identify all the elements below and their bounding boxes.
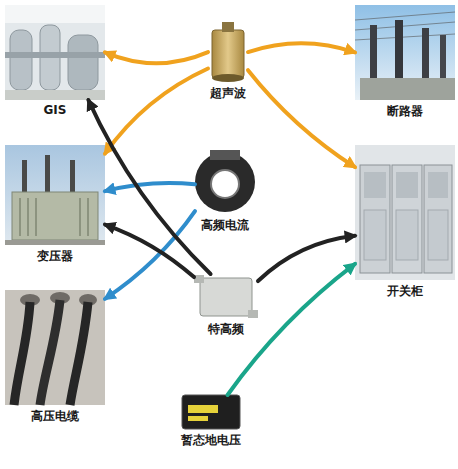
floor bbox=[5, 90, 105, 100]
cabinet bbox=[360, 165, 390, 273]
device-node: GIS bbox=[5, 5, 105, 100]
sensor-plate bbox=[188, 405, 218, 413]
transformer-photo bbox=[5, 145, 105, 245]
device-node: 高压电缆 bbox=[5, 290, 105, 405]
tev-sensor bbox=[182, 395, 240, 429]
device-node: 高频电流 bbox=[195, 150, 255, 214]
cabinet-panel bbox=[396, 172, 418, 198]
sensor-ring bbox=[195, 152, 255, 212]
device-node: 断路器 bbox=[355, 5, 455, 100]
cabinet-door bbox=[396, 210, 418, 260]
arrow-connector bbox=[228, 264, 355, 395]
ceiling bbox=[5, 5, 105, 23]
photo-bg bbox=[5, 290, 105, 405]
bushing bbox=[45, 155, 50, 195]
bushing bbox=[22, 160, 27, 195]
photo-bg bbox=[355, 5, 455, 100]
sensor-hole bbox=[211, 170, 239, 198]
gis-photo bbox=[5, 5, 105, 100]
arrow-connector bbox=[248, 43, 355, 52]
ground bbox=[5, 240, 105, 245]
device-label: 超声波 bbox=[210, 85, 246, 102]
cabinet bbox=[392, 165, 422, 273]
device-label: 高压电缆 bbox=[31, 408, 79, 425]
gis-tank bbox=[68, 35, 98, 90]
gis-bus bbox=[5, 52, 105, 58]
uhf-sensor bbox=[194, 275, 258, 318]
sensor-body bbox=[212, 30, 244, 78]
cabinet-door bbox=[428, 210, 448, 260]
device-label: GIS bbox=[44, 103, 67, 117]
insulator bbox=[395, 20, 403, 80]
gis-tank bbox=[10, 30, 32, 90]
sensor-plate bbox=[188, 416, 208, 421]
sensor-body bbox=[182, 395, 240, 429]
cable bbox=[14, 302, 30, 405]
sensor-face bbox=[212, 74, 244, 82]
photo-bg bbox=[5, 145, 105, 245]
arrow-connector bbox=[105, 52, 208, 63]
device-label: 开关柜 bbox=[387, 283, 423, 300]
device-label: 高频电流 bbox=[201, 217, 249, 234]
photo-bg bbox=[5, 5, 105, 100]
transformer-tank bbox=[12, 192, 98, 240]
cable-photo bbox=[5, 290, 105, 405]
cable bbox=[70, 302, 88, 405]
device-node: 暂态地电压 bbox=[182, 395, 240, 429]
sensor-connector bbox=[222, 22, 234, 32]
photo-bg bbox=[355, 145, 455, 280]
insulator bbox=[422, 28, 429, 80]
arrow-connector bbox=[248, 70, 355, 167]
cabinet bbox=[424, 165, 452, 273]
breaker-photo bbox=[355, 5, 455, 100]
sensor-tab bbox=[248, 310, 258, 318]
breaker-base bbox=[360, 78, 455, 100]
device-label: 暂态地电压 bbox=[181, 432, 241, 449]
cable bbox=[40, 300, 60, 405]
sensor-tab bbox=[194, 275, 204, 283]
insulator bbox=[370, 25, 377, 80]
device-node: 超声波 bbox=[208, 22, 248, 82]
arrow-connector bbox=[105, 211, 195, 299]
ultrasonic-sensor bbox=[212, 22, 244, 82]
device-label: 变压器 bbox=[37, 248, 73, 265]
insulator bbox=[440, 35, 446, 80]
cabinet-panel bbox=[364, 172, 386, 198]
device-label: 特高频 bbox=[208, 321, 244, 338]
cabinet-door bbox=[364, 210, 386, 260]
bushing bbox=[70, 160, 75, 195]
device-label: 断路器 bbox=[387, 103, 423, 120]
arrow-connector bbox=[88, 100, 210, 274]
sensor-clamp bbox=[210, 150, 240, 160]
arrow-connector bbox=[105, 225, 194, 278]
switchgear-photo bbox=[355, 145, 455, 280]
arrow-connector bbox=[105, 69, 208, 154]
arrow-connector bbox=[105, 183, 195, 191]
hfct-sensor bbox=[195, 150, 255, 212]
sensor-body bbox=[200, 278, 252, 316]
device-node: 变压器 bbox=[5, 145, 105, 245]
arrow-connector bbox=[258, 236, 355, 281]
device-node: 开关柜 bbox=[355, 145, 455, 280]
radiator-fins bbox=[20, 198, 88, 236]
device-node: 特高频 bbox=[194, 274, 258, 318]
cabinet-panel bbox=[428, 172, 448, 198]
